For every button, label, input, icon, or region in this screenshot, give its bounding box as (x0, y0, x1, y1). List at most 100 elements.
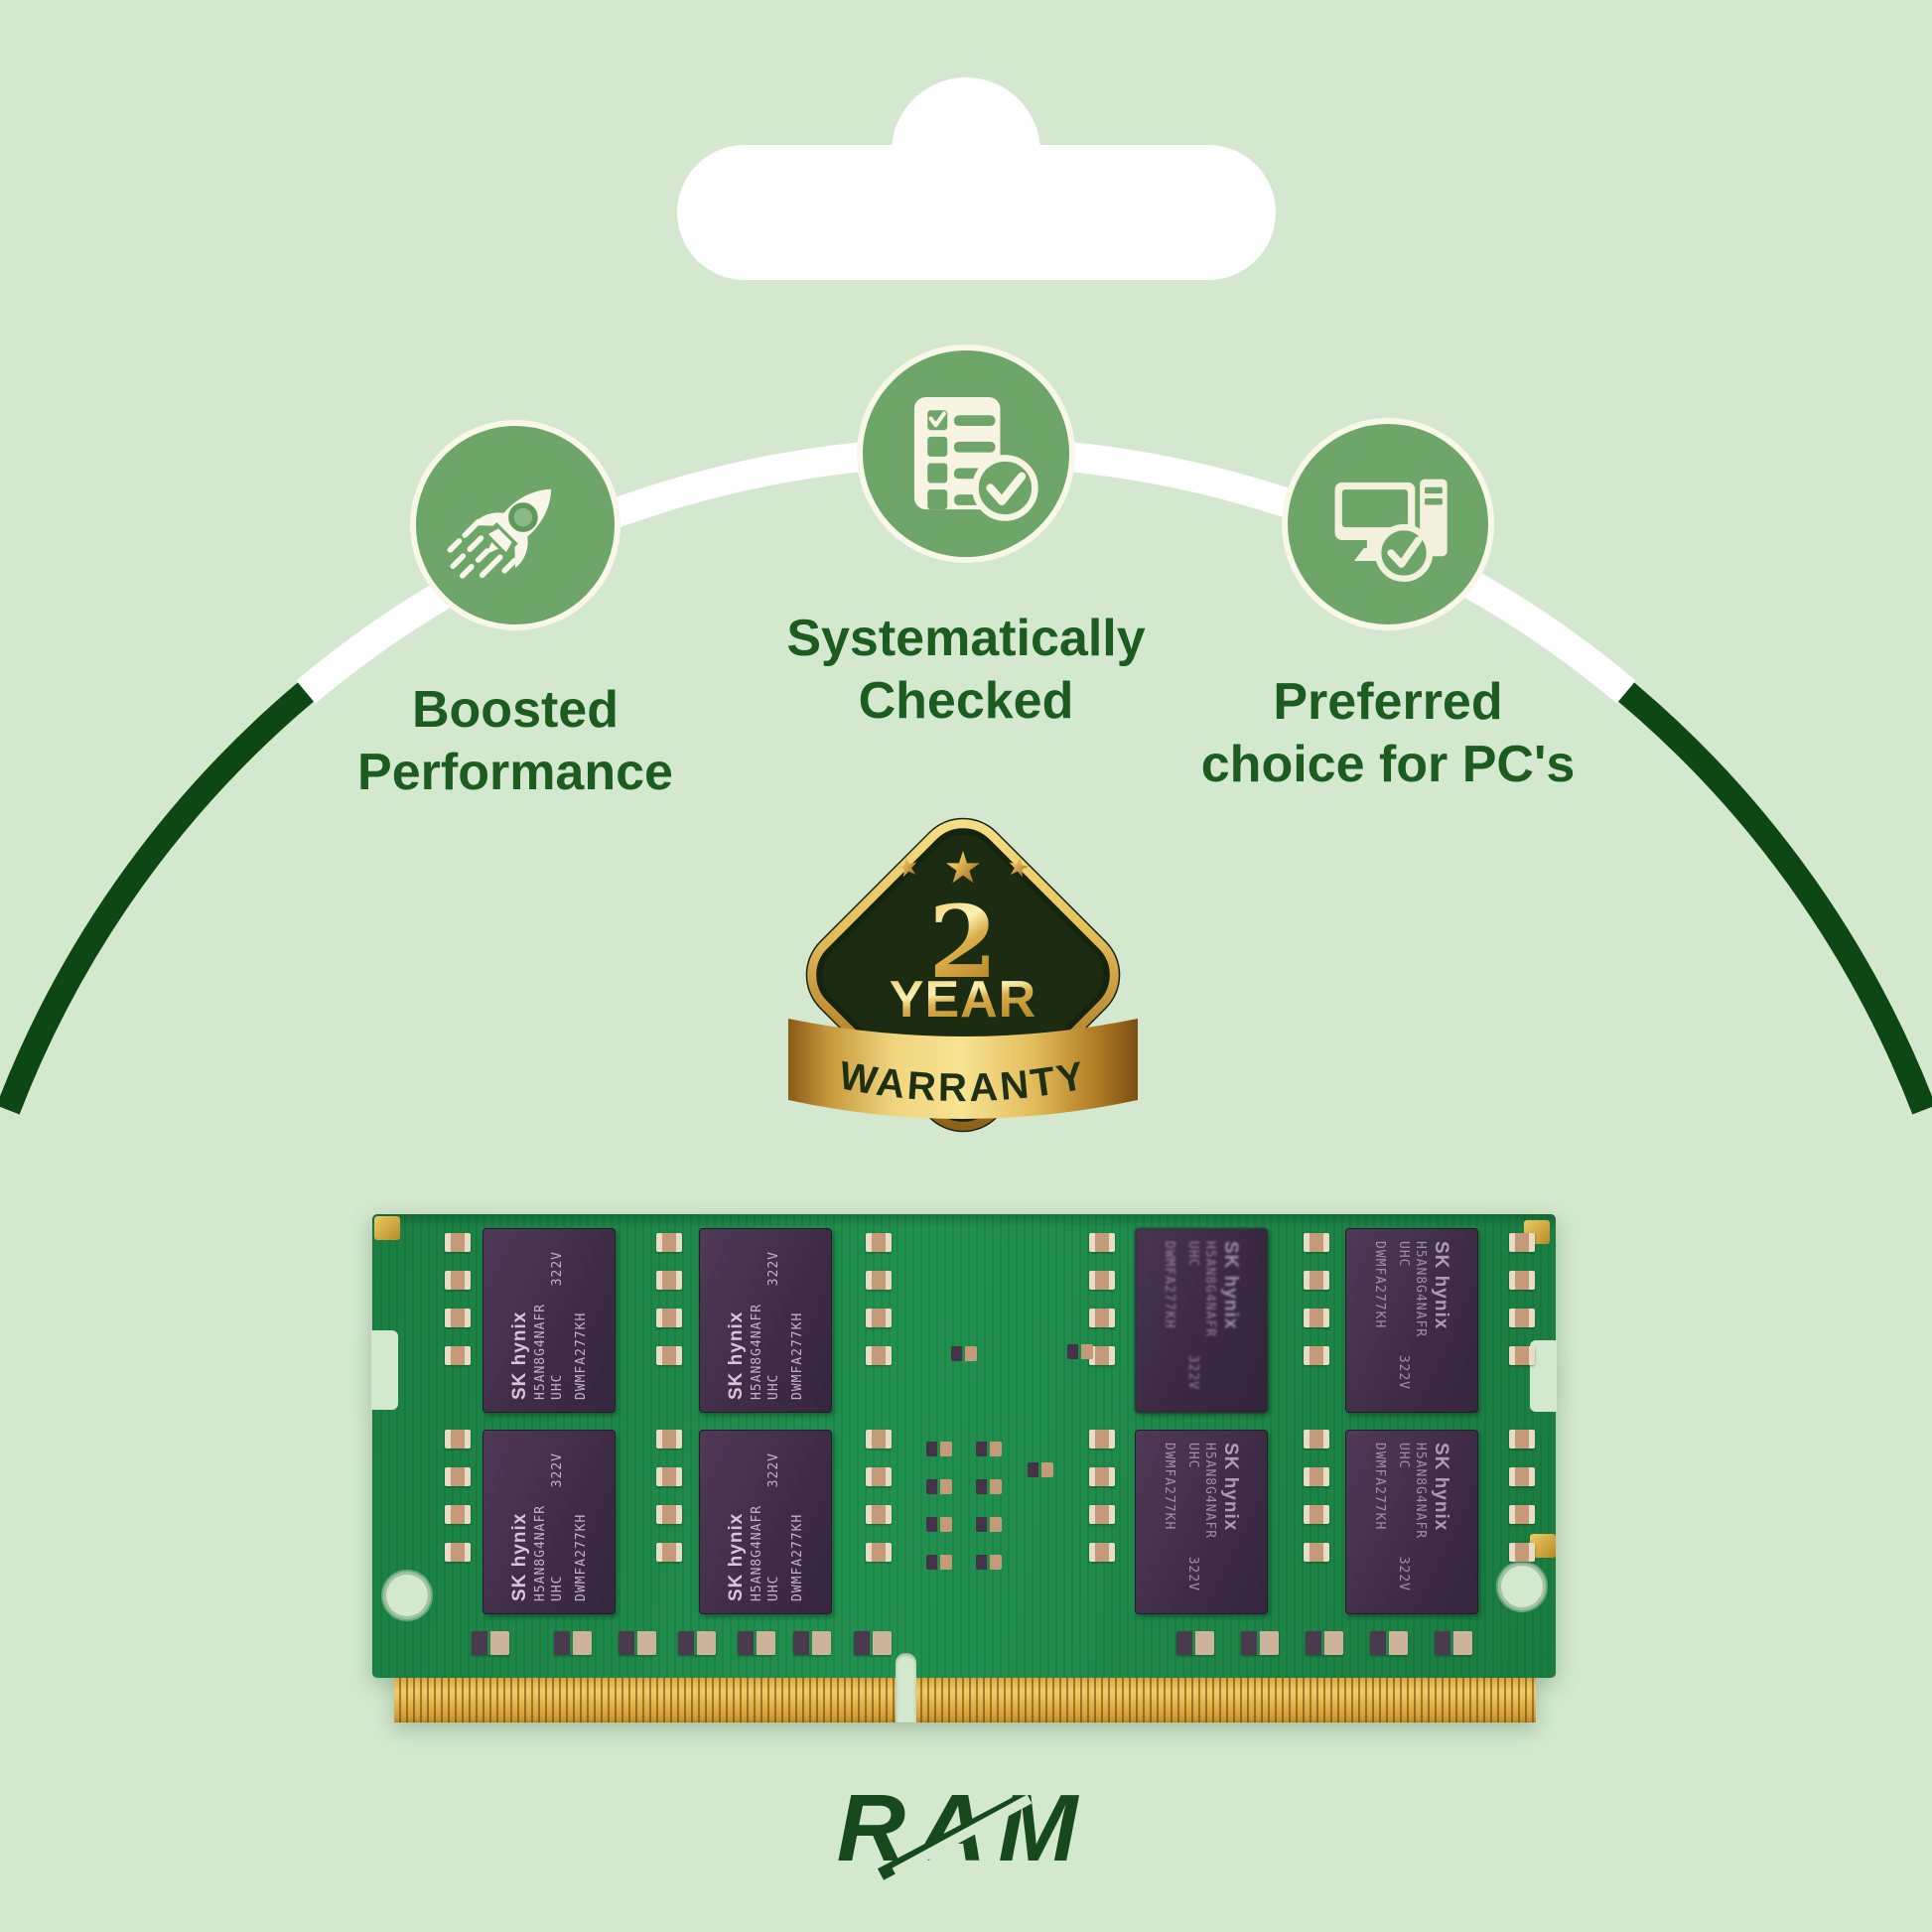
chip-serial: DWMFA277KH (1162, 1443, 1176, 1531)
caption-line: Checked (858, 672, 1074, 730)
smd-component (472, 1631, 509, 1655)
smd-capacitor (445, 1309, 471, 1327)
logo-swoosh-slash (892, 1794, 1033, 1877)
fiducial-gold-square (374, 1216, 400, 1240)
arc-right-green (1617, 682, 1932, 1115)
smd-capacitor (1089, 1346, 1115, 1365)
smd-capacitor (1304, 1430, 1329, 1449)
smd-capacitor (1089, 1309, 1115, 1327)
smd-component (926, 1555, 952, 1570)
smd-capacitor (445, 1346, 471, 1365)
connector-key-notch (896, 1653, 916, 1723)
smd-component (554, 1631, 592, 1655)
chip-brand: SK hynix (1431, 1443, 1451, 1532)
pcb-side-notch-left (371, 1330, 398, 1410)
smd-capacitor (1304, 1467, 1329, 1486)
smd-capacitor (1304, 1505, 1329, 1524)
chip-brand: SK hynix (1220, 1443, 1241, 1532)
smd-component (926, 1479, 952, 1494)
chip-brand: SK hynix (509, 1512, 530, 1601)
smd-capacitor (656, 1309, 682, 1327)
pc-check-icon (1334, 479, 1448, 583)
chip-brand: SK hynix (726, 1311, 747, 1400)
mounting-hole (1498, 1563, 1546, 1610)
chip-part-number: H5AN8G4NAFR (533, 1303, 548, 1400)
smd-capacitor (1509, 1233, 1535, 1252)
warranty-badge: ★ ★ ★ 2 YEAR WARRANTY (788, 817, 1138, 1133)
chip-serial: DWMFA277KH (1162, 1241, 1176, 1329)
smd-capacitor (1509, 1505, 1535, 1524)
smd-capacitor (445, 1467, 471, 1486)
smd-component (976, 1555, 1002, 1570)
chip-part-number: H5AN8G4NAFR (1202, 1443, 1217, 1540)
smd-component (1067, 1344, 1093, 1359)
chip-part-number: H5AN8G4NAFR (750, 1504, 764, 1601)
chip-serial: DWMFA277KH (574, 1311, 589, 1400)
smd-capacitor (656, 1467, 682, 1486)
chip-brand: SK hynix (726, 1512, 747, 1601)
smd-capacitor (445, 1430, 471, 1449)
smd-component (619, 1631, 656, 1655)
smd-capacitor (866, 1543, 892, 1562)
smd-capacitor (656, 1505, 682, 1524)
feature-circle-performance (410, 420, 621, 630)
arc-left-green (0, 682, 315, 1115)
smd-capacitor (656, 1271, 682, 1290)
checklist-icon (914, 397, 1039, 522)
badge-ribbon (788, 1019, 1138, 1119)
mounting-hole (383, 1572, 431, 1619)
smd-capacitor (1509, 1309, 1535, 1327)
smd-capacitor (1089, 1233, 1115, 1252)
smd-capacitor (866, 1271, 892, 1290)
smd-capacitor (1089, 1467, 1115, 1486)
smd-capacitor (1304, 1233, 1329, 1252)
smd-capacitor (1509, 1346, 1535, 1365)
smd-capacitor (656, 1543, 682, 1562)
caption-line: Boosted (411, 681, 619, 739)
smd-component (1306, 1631, 1343, 1655)
smd-component (793, 1631, 831, 1655)
smd-component (738, 1631, 775, 1655)
chip-brand: SK hynix (509, 1311, 530, 1400)
smd-component (1435, 1631, 1472, 1655)
chip-serial: DWMFA277KH (1372, 1443, 1387, 1531)
smd-component (926, 1517, 952, 1532)
smd-capacitor (866, 1430, 892, 1449)
smd-capacitor (1304, 1309, 1329, 1327)
smd-component (951, 1346, 977, 1361)
smd-capacitor (1509, 1271, 1535, 1290)
chip-serial: DWMFA277KH (574, 1513, 589, 1601)
smd-component (1370, 1631, 1408, 1655)
star-icon: ★ (943, 844, 982, 893)
chip-brand: SK hynix (1220, 1241, 1241, 1330)
smd-capacitor (866, 1467, 892, 1486)
chip-serial: DWMFA277KH (790, 1311, 805, 1400)
chip-part-number: H5AN8G4NAFR (750, 1303, 764, 1400)
badge-year-label: YEAR (890, 971, 1036, 1029)
edge-connector-pins (394, 1678, 1536, 1723)
caption-boosted-performance: Boosted Performance (357, 679, 673, 804)
smd-capacitor (1304, 1271, 1329, 1290)
smd-component (1176, 1631, 1214, 1655)
smd-capacitor (866, 1233, 892, 1252)
smd-capacitor (656, 1346, 682, 1365)
smd-capacitor (866, 1309, 892, 1327)
rocket-icon (447, 488, 552, 584)
feature-circle-pc (1282, 418, 1494, 630)
smd-capacitor (1089, 1505, 1115, 1524)
smd-component (1028, 1462, 1053, 1477)
smd-capacitor (1089, 1430, 1115, 1449)
caption-line: choice for PC's (1200, 736, 1576, 793)
caption-systematically-checked: Systematically Checked (786, 608, 1145, 733)
smd-capacitor (1509, 1467, 1535, 1486)
